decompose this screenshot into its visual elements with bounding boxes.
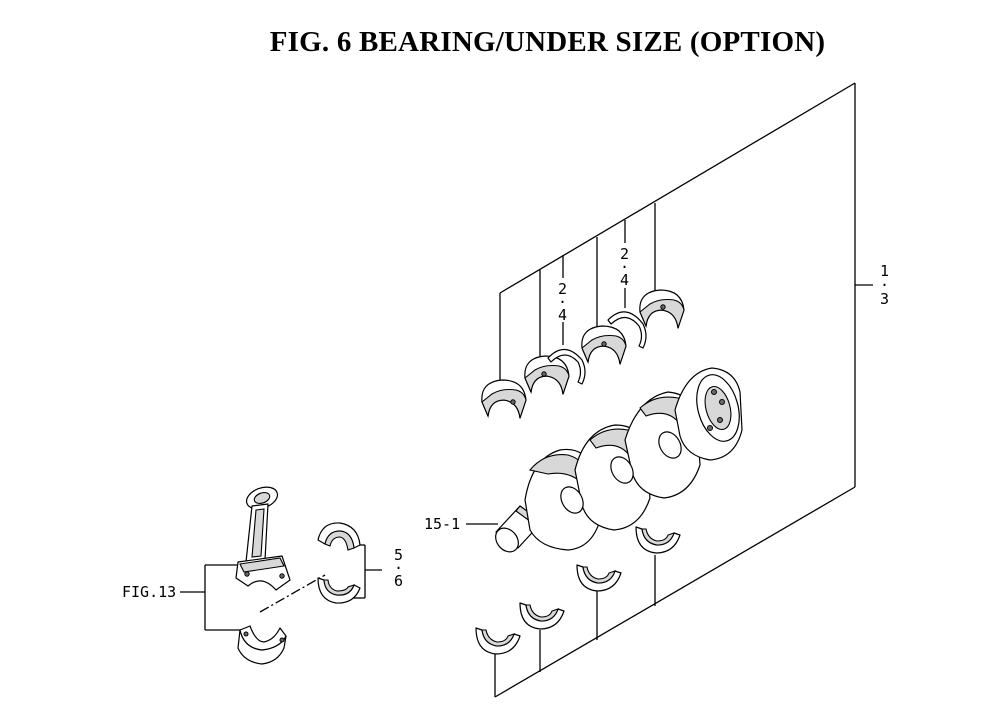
upper-main-bearing-4 [639, 289, 685, 329]
thrust-washer-b [607, 311, 647, 349]
lower-main-bearing-3 [576, 564, 622, 592]
callout-crank-bearing-bottom: 6 [394, 572, 403, 590]
upper-main-bearing-1 [481, 379, 527, 419]
thrust-washer-a [547, 348, 586, 385]
lower-main-bearing-1 [475, 627, 521, 655]
upper-main-bearing-2 [524, 355, 570, 395]
figure-title: FIG. 6 BEARING/UNDER SIZE (OPTION) [269, 26, 826, 58]
callout-connecting-rod-ref: FIG.13 [122, 583, 176, 601]
callout-thrust-a-dot: · [558, 293, 567, 311]
callout-main-bearing-bottom: 3 [880, 290, 889, 308]
conrod-bracket [180, 564, 326, 631]
crankshaft [495, 367, 743, 553]
callout-thrust-a-bottom: 4 [558, 306, 567, 324]
lower-main-bearing-2 [519, 602, 565, 630]
callout-thrust-b-dot: · [620, 258, 629, 276]
callout-crank-bearing: 5 · 6 [394, 546, 403, 590]
lower-main-bearing-4 [635, 526, 681, 554]
connecting-rod-cap [237, 625, 287, 665]
callout-main-bearing-top: 1 [880, 262, 889, 280]
thrust-washer-leaders [562, 220, 626, 345]
callout-thrust-a: 2 · 4 [558, 280, 567, 324]
callout-thrust-b-top: 2 [620, 245, 629, 263]
crankpin-bearing-lower [317, 577, 361, 604]
callout-main-bearing: 1 · 3 [880, 262, 889, 308]
callout-thrust-b: 2 · 4 [620, 245, 629, 289]
callout-thrust-a-top: 2 [558, 280, 567, 298]
callout-crank-bearing-top: 5 [394, 546, 403, 564]
callout-crankshaft: 15-1 [424, 515, 460, 533]
crankpin-bearing-upper [317, 522, 361, 551]
main-bearing-bracket [494, 82, 873, 698]
callout-main-bearing-dot: · [880, 276, 889, 294]
callout-crank-bearing-dot: · [394, 559, 403, 577]
upper-main-bearing-3 [581, 325, 627, 365]
connecting-rod [235, 486, 291, 591]
callout-thrust-b-bottom: 4 [620, 271, 629, 289]
